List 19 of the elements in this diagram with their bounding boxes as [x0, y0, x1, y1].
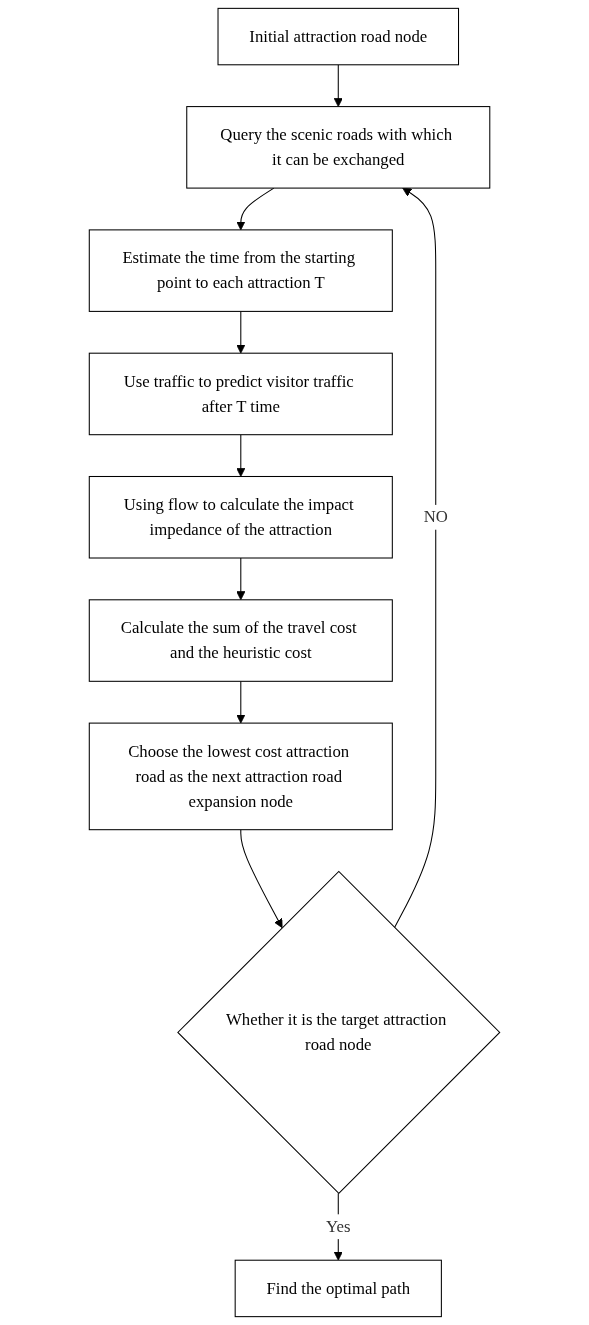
arrow — [240, 829, 283, 929]
arrow — [236, 557, 246, 601]
node-diamond: Whether it is the target attraction road node — [177, 870, 501, 1195]
edge-label: Yes — [326, 1217, 351, 1236]
arrow — [236, 310, 246, 354]
node-box: Initial attraction road node — [217, 7, 460, 66]
node-box: Query the scenic roads with which it can be exchanged — [186, 106, 491, 189]
node-box: Estimate the time from the starting point to each attraction T — [88, 229, 393, 312]
node-box: Using flow to calculate the impact impedance of the attraction — [88, 476, 393, 559]
arrow — [236, 187, 275, 231]
node-box: Use traffic to predict visitor traffic after T time — [88, 352, 393, 436]
node-box: Calculate the sum of the travel cost and the heuristic cost — [88, 599, 393, 682]
arrow — [236, 434, 246, 477]
arrow — [333, 64, 343, 107]
edge-label: NO — [423, 507, 448, 526]
arrow — [236, 680, 246, 724]
node-box: Find the optimal path — [234, 1259, 442, 1318]
node-box: Choose the lowest cost attraction road as the next attraction road expansion node — [88, 722, 393, 831]
arrow — [393, 187, 437, 929]
